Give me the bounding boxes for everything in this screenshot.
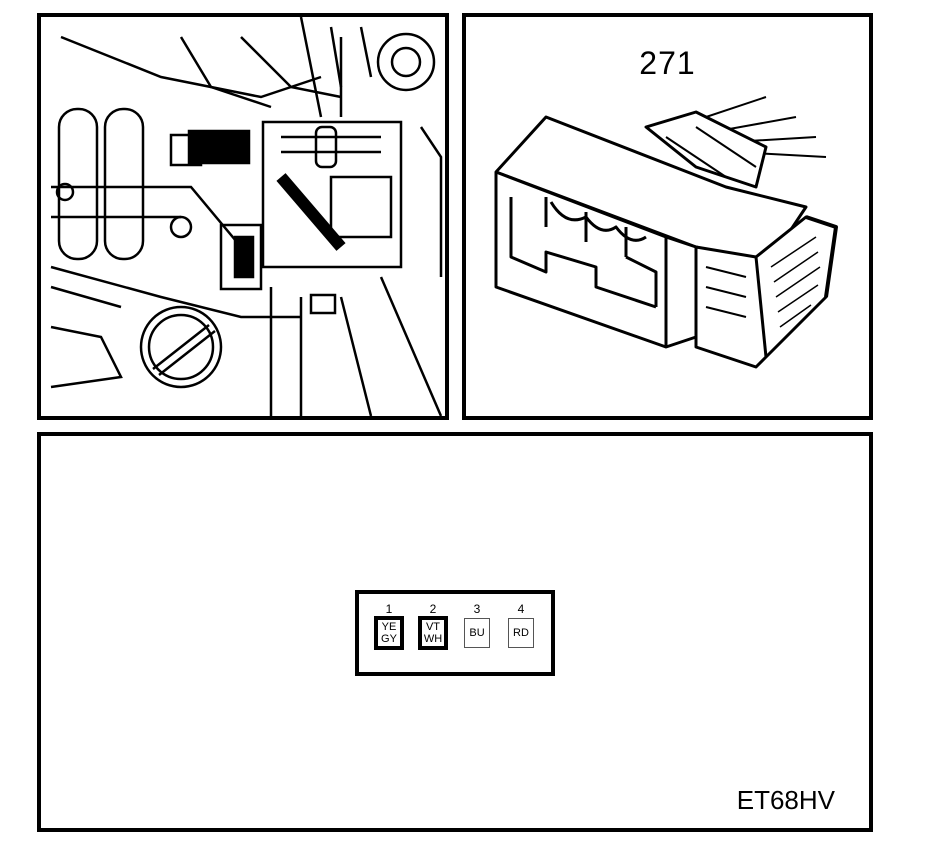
wire-color-primary: YE [381, 621, 397, 633]
pin-number: 3 [473, 602, 481, 616]
wire-color-secondary: WH [423, 633, 443, 645]
connector-illustration-panel: 271 [462, 13, 873, 420]
wire-color-primary: RD [513, 627, 529, 639]
pin-color-box: RD [508, 618, 534, 648]
pin-color-box: BU [464, 618, 490, 648]
wire-color-primary: VT [425, 621, 441, 633]
pin-2: 2 VT WH [413, 594, 453, 650]
pin-color-box: YE GY [374, 616, 404, 650]
pin-number: 4 [517, 602, 525, 616]
pinout-connector-face: 1 YE GY 2 VT WH 3 BU 4 RD [355, 590, 555, 676]
pin-number: 2 [429, 602, 437, 616]
connector-number-label: 271 [639, 45, 696, 81]
pin-number: 1 [385, 602, 393, 616]
pin-1: 1 YE GY [369, 594, 409, 650]
pin-3: 3 BU [457, 594, 497, 648]
pin-color-box: VT WH [418, 616, 448, 650]
pin-4: 4 RD [501, 594, 541, 648]
wire-color-secondary: GY [381, 633, 397, 645]
connector-drawing [494, 96, 838, 369]
engine-bay-drawing [50, 17, 443, 416]
pinout-panel: 1 YE GY 2 VT WH 3 BU 4 RD ET68HV [37, 432, 873, 832]
wire-color-primary: BU [469, 627, 485, 639]
engine-bay-illustration-panel [37, 13, 449, 420]
reference-code: ET68HV [736, 785, 835, 815]
